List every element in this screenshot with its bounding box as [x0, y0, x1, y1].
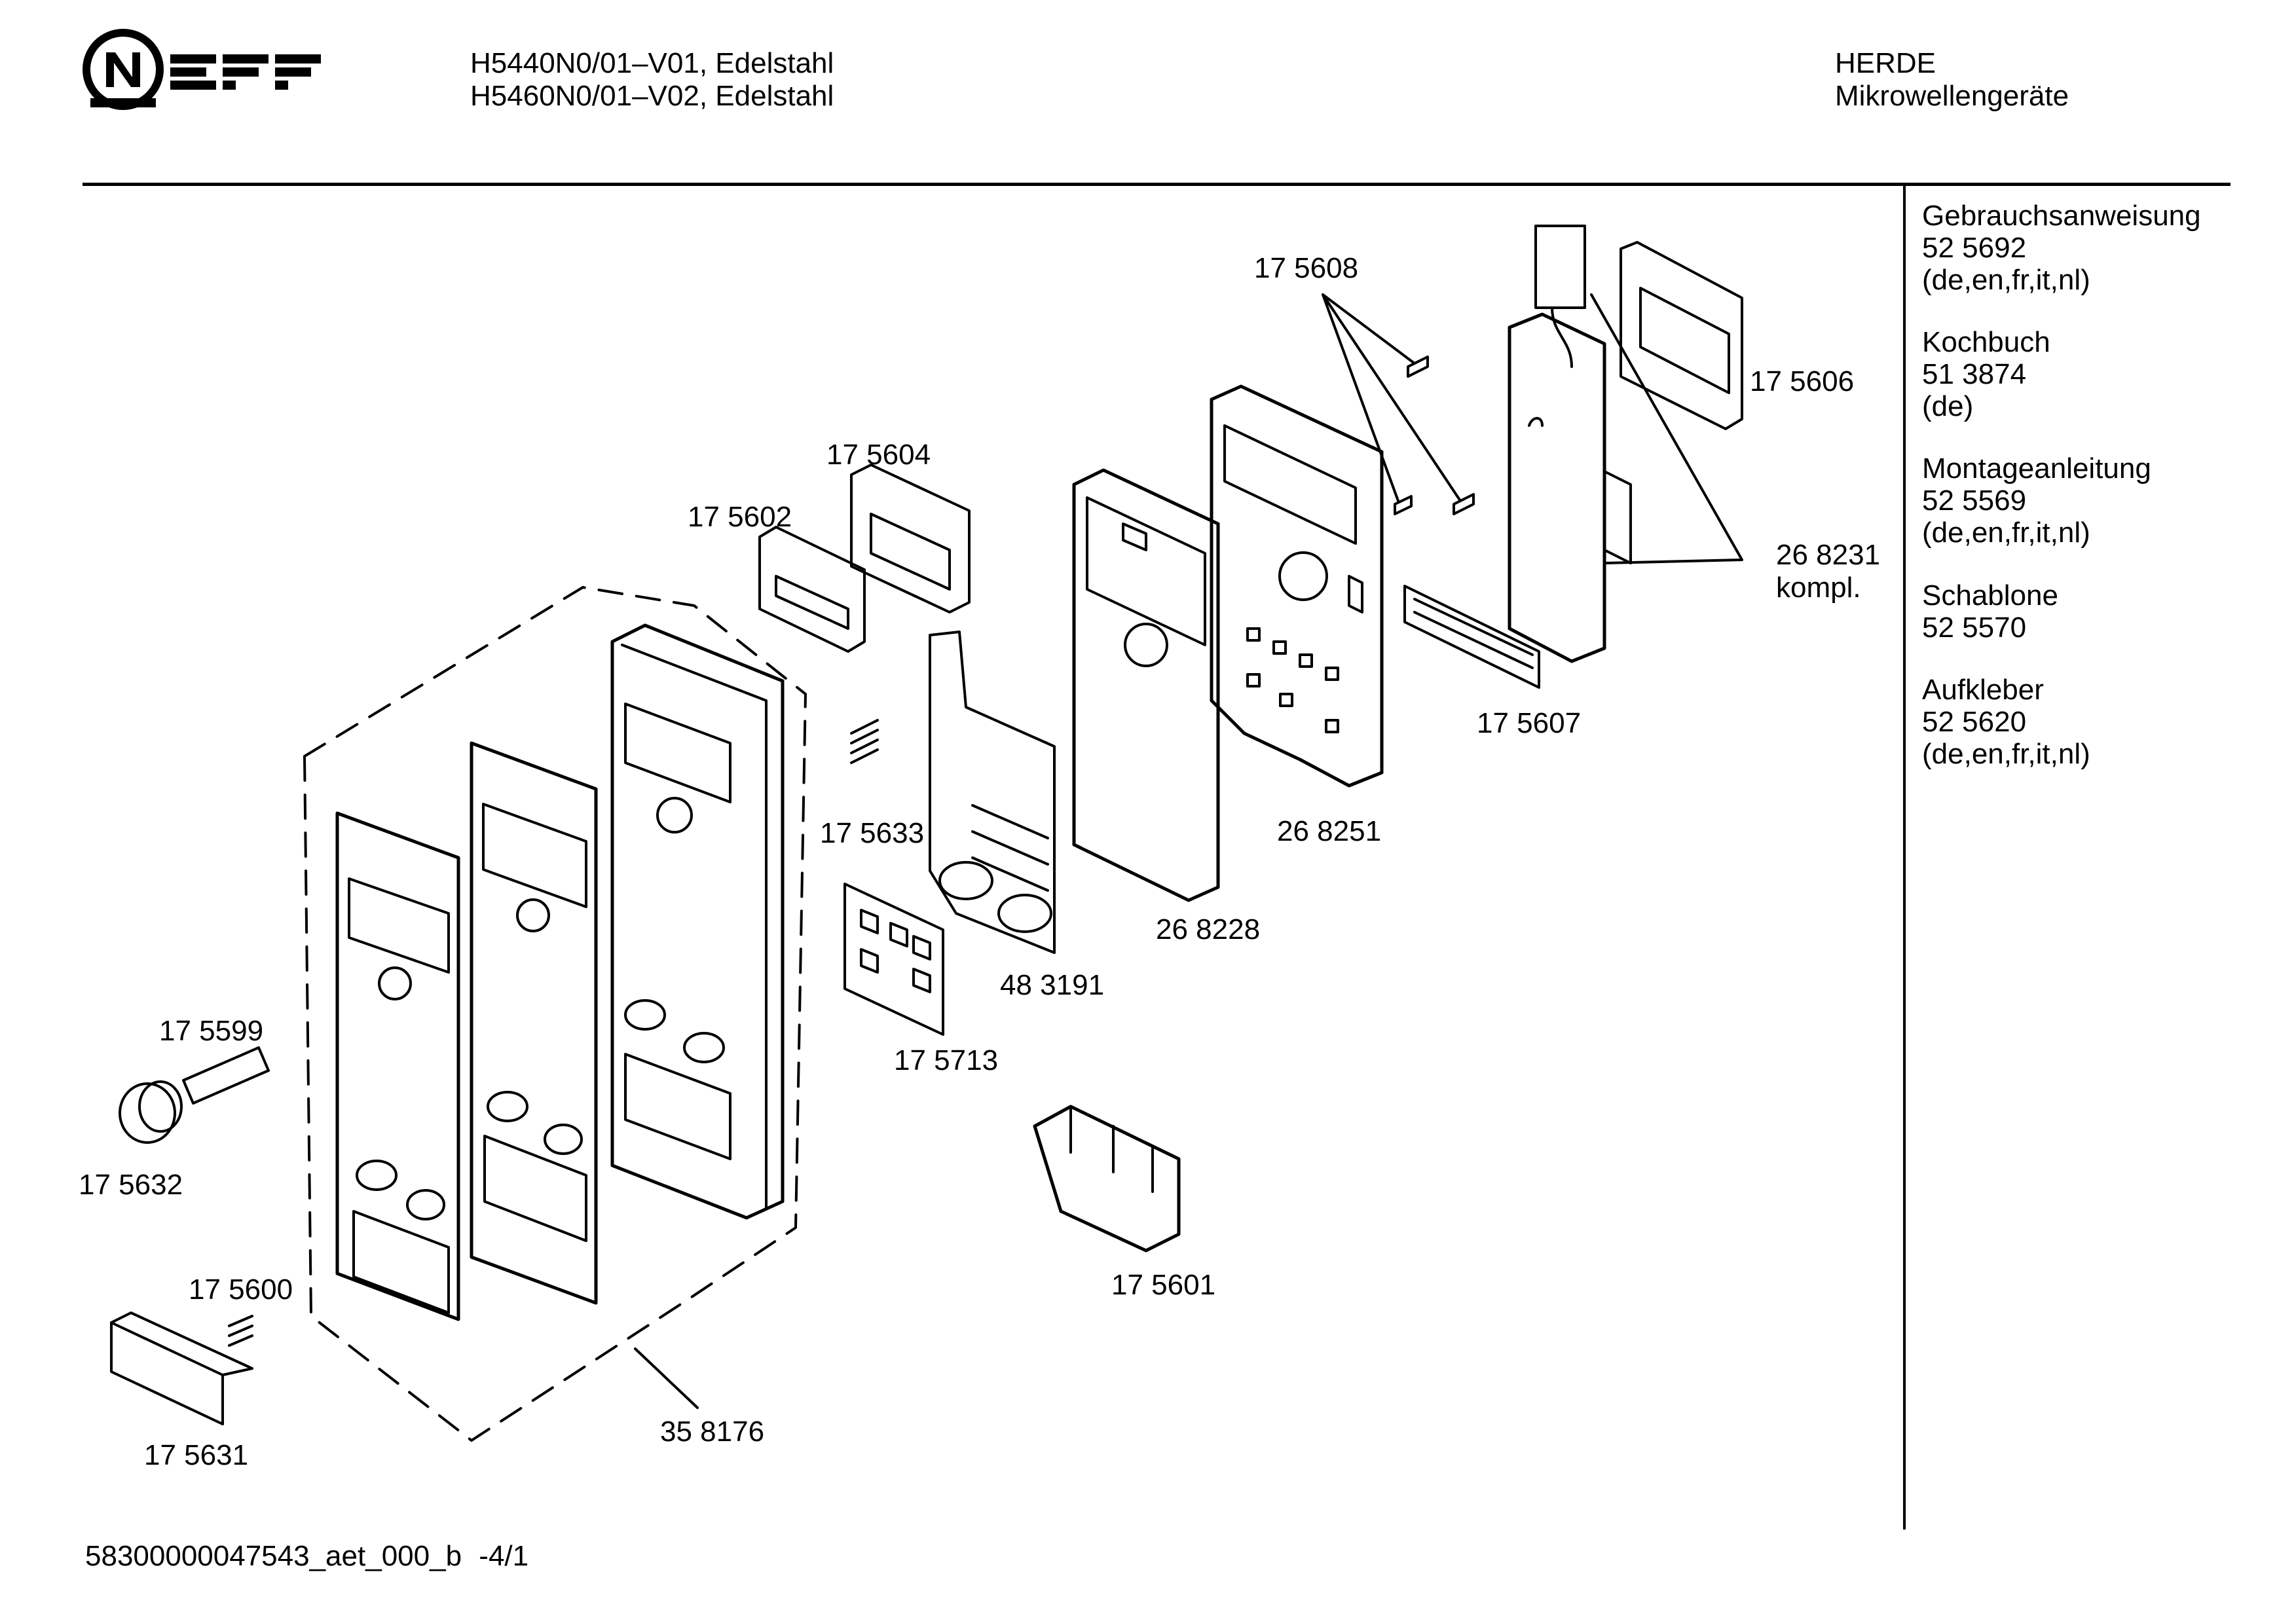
- ribbon-cable: [1403, 585, 1540, 689]
- neff-logo: [79, 25, 354, 113]
- sidebar-item-number: 52 5692: [1922, 232, 2027, 264]
- part-label-268228: 26 8228: [1156, 913, 1261, 945]
- part-label-175607: 17 5607: [1477, 707, 1582, 739]
- front-panel-3: [610, 623, 785, 1220]
- sidebar-item-title: Schablone: [1922, 579, 2058, 612]
- category-line-1: HERDE: [1835, 47, 1936, 79]
- part-label-175633: 17 5633: [820, 817, 925, 849]
- knob-shaft: [182, 1046, 270, 1105]
- part-label-175599: 17 5599: [159, 1015, 264, 1047]
- part-label-175606: 17 5606: [1750, 365, 1855, 397]
- door-latch: [1033, 1105, 1181, 1253]
- sidebar-item-title: Aufkleber: [1922, 674, 2044, 706]
- sidebar-item-number: 52 5570: [1922, 612, 2027, 644]
- footer-doc-id-text: 58300000047543_aet_000_b: [85, 1540, 462, 1572]
- front-panel-2: [470, 741, 598, 1305]
- header-divider: [83, 183, 2231, 186]
- spring-button: [228, 1315, 253, 1347]
- part-label-175632: 17 5632: [79, 1169, 183, 1201]
- part-label-358176: 35 8176: [660, 1416, 765, 1448]
- sidebar-item-langs: (de): [1922, 390, 1974, 422]
- sidebar-item-langs: (de,en,fr,it,nl): [1922, 517, 2090, 549]
- spring-small: [850, 719, 879, 764]
- footer-doc-id: 58300000047543_aet_000_b -4/1: [85, 1540, 528, 1573]
- sidebar-item-number: 52 5620: [1922, 706, 2027, 738]
- sidebar-item-installation: Montageanleitung 52 5569 (de,en,fr,it,nl…: [1922, 452, 2151, 549]
- part-label-268231: 26 8231: [1776, 539, 1881, 571]
- pins: [1322, 293, 1475, 515]
- mount-bracket: [1620, 241, 1743, 430]
- keypad-frame: [1072, 468, 1220, 902]
- part-label-175600: 17 5600: [189, 1273, 293, 1306]
- power-board: [1508, 225, 1743, 663]
- push-button: [110, 1311, 253, 1425]
- front-panel-1: [335, 811, 460, 1321]
- part-label-175631: 17 5631: [144, 1439, 249, 1471]
- sidebar-item-langs: (de,en,fr,it,nl): [1922, 738, 2090, 770]
- display-window: [758, 526, 866, 653]
- rubber-keypad: [929, 631, 1056, 954]
- sidebar-item-cookbook: Kochbuch 51 3874 (de): [1922, 326, 2050, 422]
- sidebar-item-title: Gebrauchsanweisung: [1922, 200, 2201, 232]
- part-label-483191: 48 3191: [1000, 969, 1105, 1001]
- assembly-dashed-outline: [303, 586, 807, 1442]
- footer-page: -4/1: [479, 1540, 529, 1572]
- sidebar-item-title: Kochbuch: [1922, 326, 2050, 358]
- selector-knob: [119, 1080, 183, 1144]
- part-label-175713: 17 5713: [894, 1044, 999, 1076]
- part-label-175608: 17 5608: [1254, 252, 1359, 284]
- membrane-contact: [843, 883, 944, 1036]
- model-line-2: H5460N0/01–V02, Edelstahl: [470, 80, 834, 112]
- display-frame: [850, 464, 971, 614]
- category-line-2: Mikrowellengeräte: [1835, 80, 2069, 112]
- sidebar-item-number: 52 5569: [1922, 485, 2027, 517]
- sidebar-item-title: Montageanleitung: [1922, 452, 2151, 485]
- sidebar-item-langs: (de,en,fr,it,nl): [1922, 264, 2090, 296]
- sidebar-item-template: Schablone 52 5570: [1922, 579, 2058, 644]
- sidebar-item-number: 51 3874: [1922, 358, 2027, 390]
- leader-358176: [634, 1347, 699, 1409]
- sidebar-divider: [1903, 183, 1906, 1530]
- part-label-268231-suffix: kompl.: [1776, 572, 1861, 604]
- model-line-1: H5440N0/01–V01, Edelstahl: [470, 47, 834, 79]
- part-label-268251: 26 8251: [1277, 815, 1382, 847]
- sidebar-item-manual: Gebrauchsanweisung 52 5692 (de,en,fr,it,…: [1922, 200, 2201, 296]
- part-label-175604: 17 5604: [826, 439, 931, 471]
- part-label-175601: 17 5601: [1111, 1269, 1216, 1301]
- control-board: [1210, 384, 1384, 788]
- sidebar-item-sticker: Aufkleber 52 5620 (de,en,fr,it,nl): [1922, 674, 2090, 770]
- part-label-175602: 17 5602: [688, 501, 792, 533]
